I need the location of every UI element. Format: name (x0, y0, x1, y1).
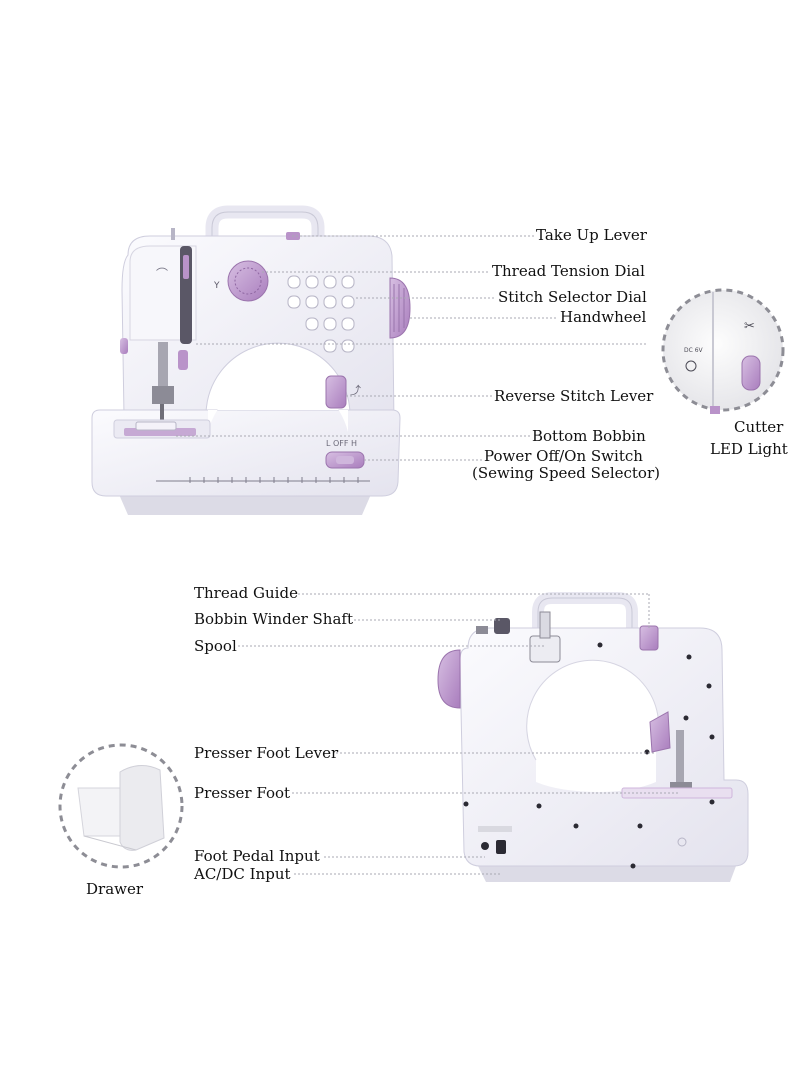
inset-power-text: DC 6V (684, 347, 704, 354)
front-base-plate (118, 492, 372, 515)
cutter-led-inset: ✂ DC 6V (661, 288, 785, 414)
seam-ruler (156, 477, 370, 483)
label-bobbin-winder-shaft: Bobbin Winder Shaft (194, 610, 353, 628)
drawer-inset (58, 743, 184, 869)
front-machine: ⌒ Y ⤴ L OFF H (91, 205, 411, 515)
back-machine (437, 592, 749, 882)
label-stitch-selector-dial: Stitch Selector Dial (498, 288, 647, 306)
front-arch-opening (208, 376, 348, 432)
thread-tension-dial (227, 260, 269, 302)
foot-pedal-port (481, 842, 489, 850)
thread-guide (639, 625, 659, 651)
label-take-up-lever: Take Up Lever (536, 226, 647, 244)
bobbin-winder-shaft (494, 618, 510, 634)
label-ac-dc-input: AC/DC Input (194, 865, 291, 883)
svg-text:Y: Y (213, 281, 220, 291)
reverse-stitch-lever (325, 375, 347, 409)
label-foot-pedal-input: Foot Pedal Input (194, 847, 320, 865)
label-thread-tension-dial: Thread Tension Dial (492, 262, 645, 280)
led-light-switch (741, 355, 761, 391)
bottom-bobbin (135, 421, 177, 431)
label-bottom-bobbin: Bottom Bobbin (532, 427, 646, 445)
label-presser-foot-lever: Presser Foot Lever (194, 744, 339, 762)
label-speed-selector: (Sewing Speed Selector) (472, 464, 660, 482)
label-drawer: Drawer (86, 880, 144, 898)
handwheel (389, 277, 411, 339)
label-led-light: LED Light (710, 440, 788, 458)
switch-positions-text: L OFF H (326, 439, 357, 448)
top-leader-lines (176, 235, 648, 461)
label-spool: Spool (194, 637, 237, 655)
label-power-switch: Power Off/On Switch (484, 447, 643, 465)
spool (529, 635, 561, 663)
back-arch-opening (526, 660, 659, 792)
svg-text:✂: ✂ (744, 319, 755, 334)
label-presser-foot: Presser Foot (194, 784, 291, 802)
stitch-selector-grid (287, 275, 355, 353)
svg-text:⌒: ⌒ (156, 267, 168, 281)
label-thread-guide: Thread Guide (194, 584, 298, 602)
bottom-leader-lines (238, 593, 680, 875)
ac-dc-port (496, 840, 506, 854)
label-reverse-stitch-lever: Reverse Stitch Lever (494, 387, 654, 405)
presser-foot-lever (649, 711, 671, 753)
label-cutter: Cutter (734, 418, 784, 436)
svg-text:⤴: ⤴ (350, 383, 361, 397)
label-handwheel: Handwheel (560, 308, 647, 326)
